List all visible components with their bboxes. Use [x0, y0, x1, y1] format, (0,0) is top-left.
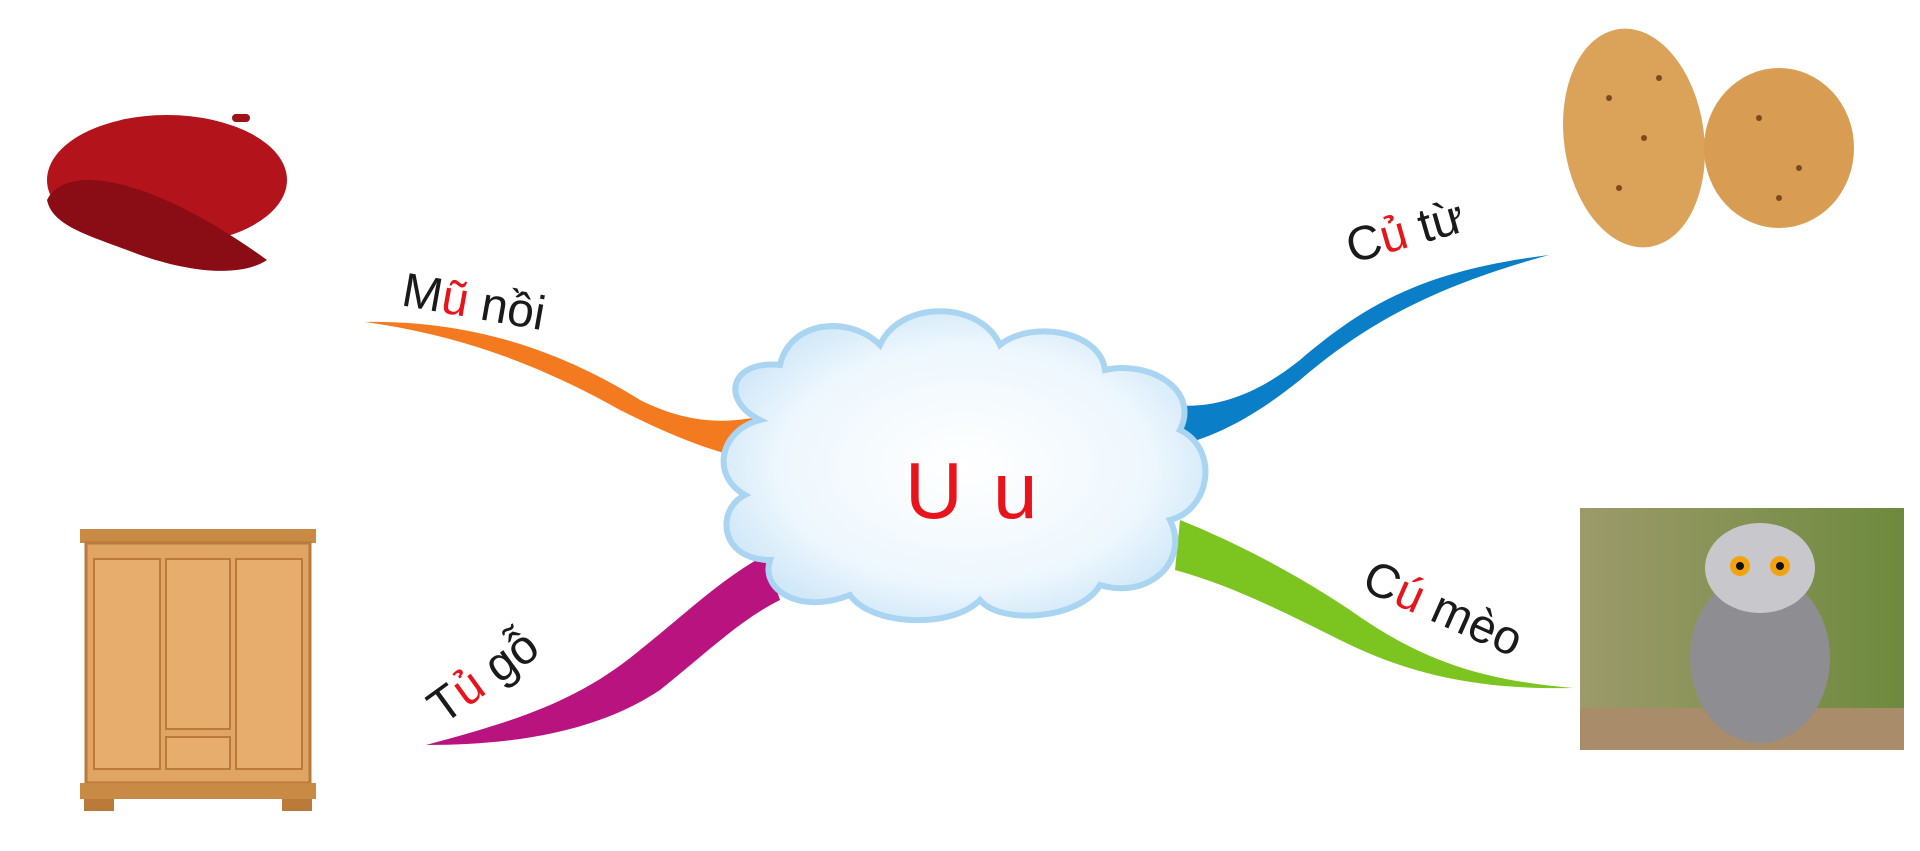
branch-cu-meo	[1175, 520, 1573, 689]
branch-cu-tu	[1150, 255, 1549, 450]
owl-image	[1580, 508, 1904, 750]
cloud-shape	[720, 308, 1209, 624]
branch-mu-noi	[365, 321, 770, 462]
center-letter: U u	[905, 446, 1042, 535]
yam-tubers-image	[1563, 28, 1854, 248]
beret-image	[47, 114, 287, 271]
wardrobe-image	[80, 529, 316, 811]
branch-tu-go	[426, 555, 780, 745]
